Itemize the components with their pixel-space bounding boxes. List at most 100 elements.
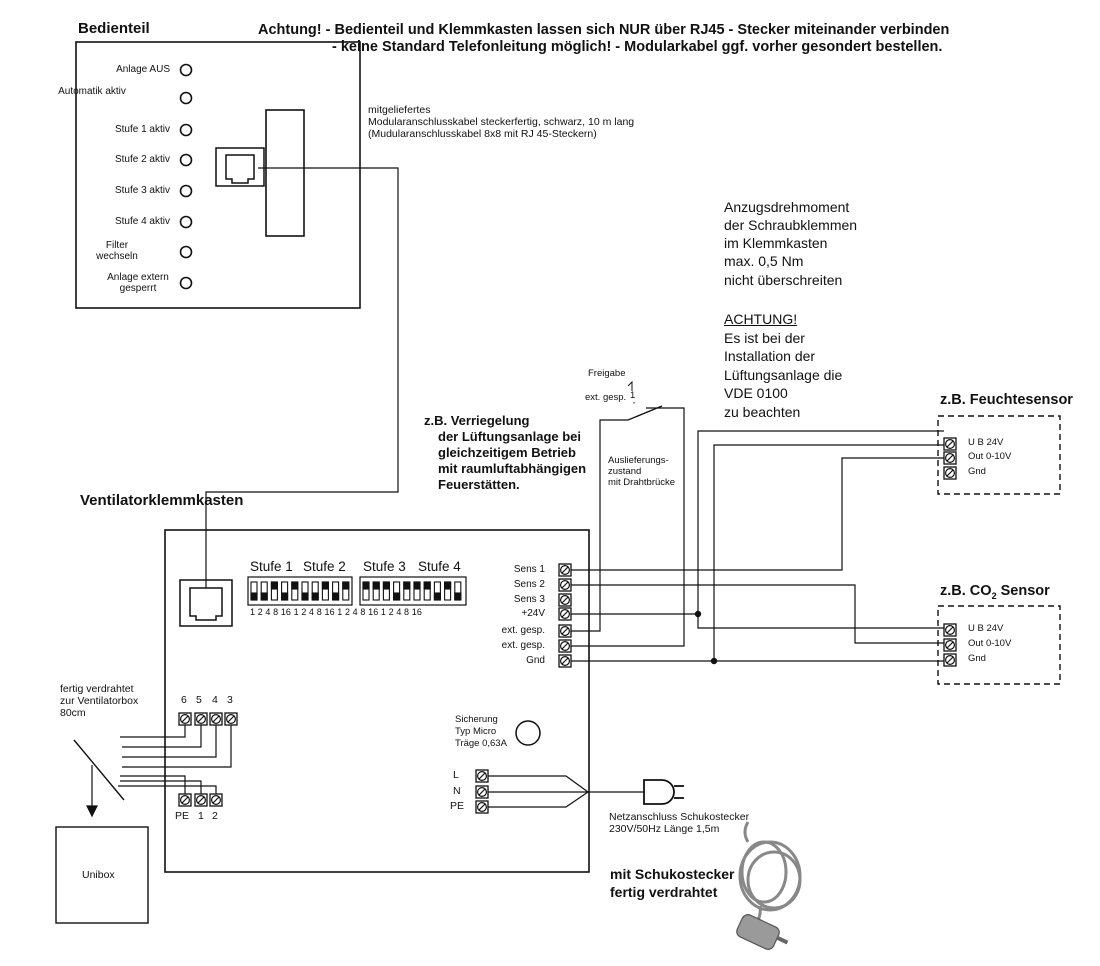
delivery-line-1: Auslieferungs- — [608, 455, 669, 466]
torque-note-line-3: im Klemmkasten — [724, 235, 828, 251]
motor-terminal-number: 6 — [181, 694, 187, 706]
humidity-terminal-gnd: Gnd — [968, 466, 986, 477]
dip-switch-knob — [270, 581, 278, 590]
schuko-plug-illustration — [736, 914, 789, 950]
bottom-terminals — [178, 793, 223, 807]
power-cable — [488, 775, 644, 808]
schuko-line-1: mit Schukostecker — [610, 866, 735, 882]
dip-switch-knob — [250, 592, 258, 601]
warning-line-1: Achtung! - Bedienteil und Klemmkasten la… — [258, 22, 950, 38]
co2-terminal-gnd: Gnd — [968, 653, 986, 664]
switch-ext-gesp-label: ext. gesp. — [585, 392, 627, 403]
torque-note-line-5: nicht überschreiten — [724, 272, 843, 288]
dip-switch-knob — [342, 581, 350, 590]
indicator-label: Stufe 3 aktiv — [114, 185, 170, 196]
dip-switch-knob — [423, 581, 431, 590]
dip-switch-knob — [372, 581, 380, 590]
motor-terminal-number: 5 — [196, 694, 202, 706]
fan-box-rj45-icon — [179, 579, 233, 627]
power-terminal-n: N — [453, 785, 461, 797]
fan-cable — [73, 725, 232, 818]
indicator-label: Anlage extern gesperrt — [107, 272, 169, 294]
caution-heading: ACHTUNG! — [724, 311, 798, 327]
led-stufe-2 — [179, 153, 193, 167]
unibox-label: Unibox — [82, 869, 115, 881]
torque-note-line-2: der Schraubklemmen — [724, 217, 858, 233]
caution-line-3: Lüftungsanlage die — [724, 367, 843, 383]
schuko-cable-illustration — [738, 821, 802, 932]
switch-freigabe-label: Freigabe — [588, 368, 626, 379]
motor-terminal-number: 3 — [227, 694, 233, 706]
power-terminal-pe: PE — [450, 800, 465, 812]
led-extern-gesperrt — [179, 276, 193, 290]
dip-switch-knob — [321, 581, 329, 590]
power-terminal-l: L — [453, 769, 459, 781]
caution-line-5: zu beachten — [724, 404, 801, 420]
unibox-box — [55, 826, 149, 924]
bottom-terminal-number: PE — [175, 810, 190, 822]
caution-line-2: Installation der — [724, 348, 816, 364]
control-panel-rj45-icon — [215, 147, 265, 187]
fuse-line-1: Sicherung — [455, 714, 498, 725]
humidity-terminals — [943, 437, 957, 480]
dip-switch-knob — [291, 581, 299, 590]
bottom-terminal-number: 2 — [212, 810, 218, 822]
dip-switch-knob — [301, 592, 309, 601]
junction-dots — [694, 610, 718, 665]
mains-line-2: 230V/50Hz Länge 1,5m — [609, 823, 720, 835]
indicator-label: Stufe 2 aktiv — [114, 154, 170, 165]
led-stufe-4 — [179, 215, 193, 229]
dip-switches — [250, 581, 462, 601]
dip-switch-knob — [393, 592, 401, 601]
interlock-line-5: Feuerstätten. — [438, 477, 520, 492]
schuko-line-2: fertig verdrahtet — [610, 884, 718, 900]
cable-note-line-3: (Mudularanschlusskabel 8x8 mit RJ 45-Ste… — [368, 128, 597, 140]
interlock-line-4: mit raumluftabhängigen — [438, 461, 587, 476]
dip-numbers: 1 2 4 8 16 1 2 4 8 16 1 2 4 8 16 1 2 4 8… — [250, 607, 422, 617]
dip-group-label: Stufe 3 — [363, 559, 406, 574]
fan-terminal-label: Sens 2 — [513, 579, 545, 590]
dip-switch-knob — [413, 581, 421, 590]
dip-switch-knob — [332, 592, 340, 601]
dip-switch-knob — [281, 592, 289, 601]
bottom-terminal-number: 1 — [198, 810, 204, 822]
torque-note-line-4: max. 0,5 Nm — [724, 253, 804, 269]
control-terminal-strip — [558, 563, 572, 668]
rj45-cable — [205, 167, 399, 588]
indicator-label: Stufe 1 aktiv — [114, 124, 170, 135]
fan-terminal-label: ext. gesp. — [501, 640, 545, 651]
fuse-line-2: Typ Micro — [455, 726, 497, 737]
prewired-line-3: 80cm — [60, 707, 86, 719]
led-anlage-aus — [179, 63, 193, 77]
motor-terminal-number: 4 — [212, 694, 218, 706]
control-panel-display — [265, 109, 305, 237]
indicator-label: Automatik aktiv — [58, 86, 126, 97]
led-stufe-1 — [179, 123, 193, 137]
prewired-line-1: fertig verdrahtet — [60, 683, 134, 695]
delivery-line-2: zustand — [608, 466, 642, 477]
dip-group-label: Stufe 4 — [418, 559, 461, 574]
indicator-label: Stufe 4 aktiv — [114, 216, 170, 227]
interlock-line-3: gleichzeitigem Betrieb — [438, 445, 576, 460]
mains-line-1: Netzanschluss Schukostecker — [609, 811, 750, 823]
co2-sensor-title: z.B. CO2 Sensor — [940, 583, 1050, 601]
fan-terminal-label: ext. gesp. — [501, 625, 545, 636]
control-panel-box — [75, 41, 361, 309]
fan-terminal-label: +24V — [521, 608, 545, 619]
fan-terminal-label: Gnd — [526, 655, 545, 666]
fan-terminal-label: Sens 1 — [513, 564, 545, 575]
warning-line-2: - keine Standard Telefonleitung möglich!… — [332, 39, 943, 55]
fuse-line-3: Träge 0,63A — [455, 738, 507, 749]
dip-switch-knob — [444, 581, 452, 590]
schuko-plug-icon — [643, 779, 684, 805]
dip-switch-knob — [433, 592, 441, 601]
caution-line-4: VDE 0100 — [724, 385, 788, 401]
co2-terminal-out: Out 0-10V — [968, 638, 1012, 649]
control-panel-title: Bedienteil — [78, 20, 150, 37]
humidity-sensor-title: z.B. Feuchtesensor — [940, 392, 1073, 408]
caution-line-1: Es ist bei der — [724, 330, 805, 346]
dip-switch-knob — [454, 592, 462, 601]
humidity-terminal-out: Out 0-10V — [968, 451, 1012, 462]
